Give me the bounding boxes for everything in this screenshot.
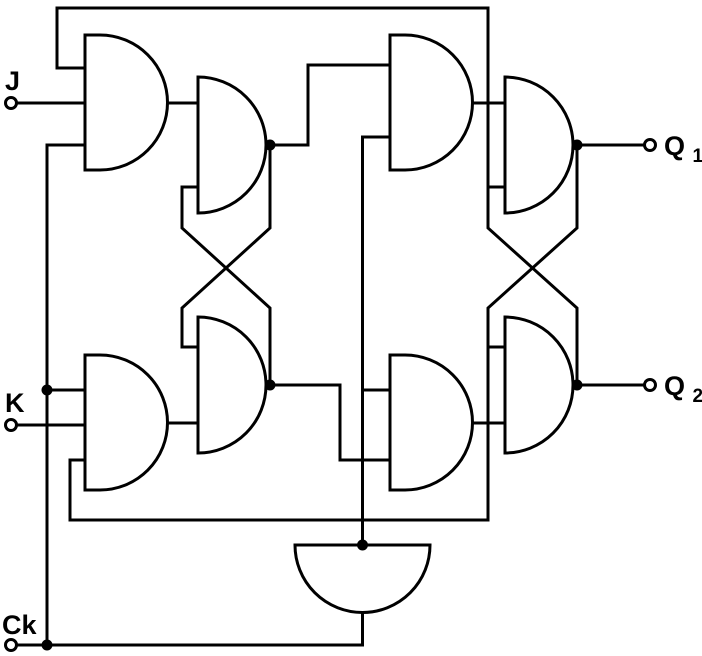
label-input-k: K: [5, 388, 25, 418]
clock-inverter-gate: [293, 543, 432, 614]
nand-gate-master-latch-top: [196, 75, 268, 215]
label-input-ck: Ck: [2, 610, 37, 640]
nand-gate-master-latch-bottom: [196, 315, 268, 455]
and-gate-k-input: [83, 353, 169, 492]
label-output-q1: Q 1: [664, 131, 702, 167]
label-output-q2: Q 2: [664, 371, 702, 407]
junction-dot-clock-line: [41, 639, 53, 651]
wire-clock-branch: [45, 143, 85, 645]
label-input-j: J: [5, 66, 20, 96]
junction-dot-q1: [571, 139, 583, 151]
junction-dot-clock-inverter: [357, 539, 368, 551]
wire-clock: [16, 613, 364, 647]
and-gate-slave-input-top: [388, 33, 474, 172]
label-q1-subscript: 1: [693, 146, 702, 167]
label-q1-base: Q: [664, 131, 685, 161]
wire-master-q-cross: [180, 145, 272, 349]
wire-master-qbar-cross: [180, 185, 272, 385]
junction-dot-q2: [571, 379, 583, 391]
terminal-input-k: [4, 418, 18, 432]
and-gate-j-input: [83, 33, 169, 172]
junction-dot-master-qbar: [264, 379, 276, 391]
nand-gate-output-latch-q1: [503, 75, 575, 215]
wire-master-q-to-slave: [266, 63, 390, 147]
terminal-input-j: [4, 96, 18, 110]
terminal-input-ck: [4, 638, 18, 652]
junction-dot-clock-branch: [41, 384, 53, 396]
wire-master-qbar-to-slave: [266, 383, 390, 462]
junction-dot-master-q: [264, 139, 276, 151]
label-q2-base: Q: [664, 371, 685, 401]
terminal-output-q1: [643, 138, 657, 152]
wire-q2-cross-feedback: [55, 6, 579, 385]
wire-clock-inverted: [361, 135, 390, 545]
and-gate-slave-input-bottom: [388, 353, 474, 492]
terminal-output-q2: [643, 378, 657, 392]
wire-q1-cross-feedback: [68, 145, 579, 522]
label-q2-subscript: 2: [693, 386, 702, 407]
nand-gate-output-latch-q2: [503, 315, 575, 455]
